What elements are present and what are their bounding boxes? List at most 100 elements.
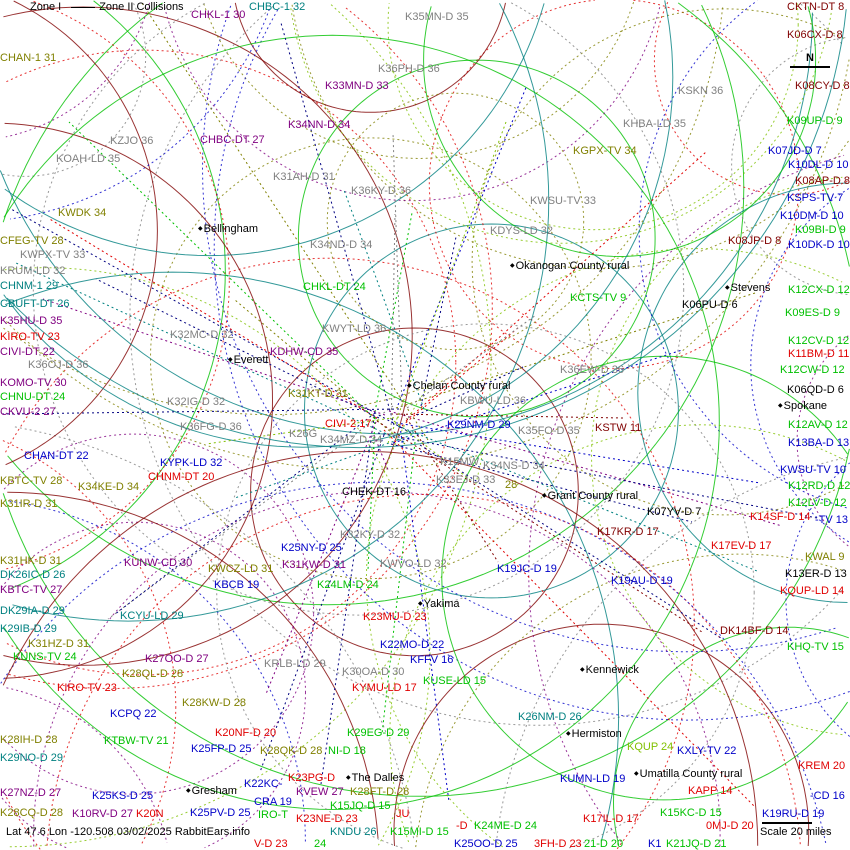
- station-label[interactable]: CHNU-DT 24: [0, 391, 66, 403]
- station-label[interactable]: KYMU-LD 17: [352, 682, 417, 694]
- station-label[interactable]: K33MN-D 33: [325, 80, 389, 92]
- station-label[interactable]: KWYT-LD 36: [322, 323, 387, 335]
- station-label[interactable]: CIVI-2 17: [325, 418, 372, 430]
- station-label[interactable]: KQUP 24: [627, 741, 674, 753]
- station-label[interactable]: K11BM-D 11: [788, 348, 850, 360]
- station-label[interactable]: K17EV-D 17: [711, 540, 772, 552]
- station-label[interactable]: K1: [648, 838, 662, 850]
- station-label[interactable]: K09BI-D 9: [795, 224, 846, 236]
- station-label[interactable]: KIRO-TV 23: [57, 682, 117, 694]
- station-label[interactable]: K20N: [136, 808, 164, 820]
- station-label[interactable]: CHKL-1 30: [191, 9, 246, 21]
- station-label[interactable]: KWPX-TV 33: [20, 249, 86, 261]
- station-label[interactable]: KSPS-TV 7: [787, 192, 844, 204]
- station-label[interactable]: KWVO-LD 32: [380, 558, 447, 570]
- station-label[interactable]: KAPP 14: [688, 785, 733, 797]
- station-label[interactable]: KBCB 19: [214, 579, 260, 591]
- station-label[interactable]: K17KR-D 17: [597, 526, 659, 538]
- station-label[interactable]: K19JC-D 19: [497, 563, 557, 575]
- station-label[interactable]: K07YV-D 7: [647, 506, 702, 518]
- station-label[interactable]: K20NF-D 20: [215, 727, 277, 739]
- station-label[interactable]: K12RD-D 12: [788, 480, 850, 492]
- station-label[interactable]: K14SF-D 14: [750, 511, 811, 523]
- station-label[interactable]: K34KE-D 34: [78, 481, 140, 493]
- station-label[interactable]: K29NM-D 29: [447, 419, 511, 431]
- station-label[interactable]: K13BA-D 13: [788, 437, 850, 449]
- station-label[interactable]: KBTC-TV 27: [0, 584, 63, 596]
- station-label[interactable]: K31AH-D 31: [273, 171, 335, 183]
- station-label[interactable]: KUNS-TV 24: [13, 651, 77, 663]
- station-label[interactable]: KWCZ-LD 31: [208, 563, 274, 575]
- station-label[interactable]: KBTC-TV 28: [0, 475, 63, 487]
- station-label[interactable]: KTBW-TV 21: [104, 735, 169, 747]
- station-label[interactable]: K12LV-D 12: [788, 497, 847, 509]
- station-label[interactable]: K28IH-D 28: [0, 734, 58, 746]
- station-label[interactable]: DK29IA-D 29: [0, 605, 65, 617]
- station-label[interactable]: K31HZ-D 31: [28, 638, 90, 650]
- station-label[interactable]: CHBC-1 32: [249, 1, 306, 13]
- station-label[interactable]: CHKL-DT 24: [303, 281, 366, 293]
- station-label[interactable]: -CD 16: [810, 790, 845, 802]
- station-label[interactable]: CKTN-DT 8: [787, 1, 845, 13]
- station-label[interactable]: K15KC-D 15: [660, 807, 722, 819]
- station-label[interactable]: K35MN-D 35: [405, 11, 469, 23]
- station-label[interactable]: KBWU-LD 36: [460, 395, 527, 407]
- station-label[interactable]: 28: [505, 479, 518, 491]
- station-label[interactable]: -D: [456, 820, 468, 832]
- station-label[interactable]: K35HU-D 35: [0, 315, 63, 327]
- station-label[interactable]: K10DL-D 10: [788, 159, 849, 171]
- station-label[interactable]: K36PH-D 36: [378, 63, 440, 75]
- station-label[interactable]: K09ES-D 9: [785, 307, 841, 319]
- station-label[interactable]: K23NE-D 23: [296, 813, 358, 825]
- station-label[interactable]: K15MW: [440, 456, 480, 468]
- station-label[interactable]: K36OJ-D 36: [28, 359, 89, 371]
- station-label[interactable]: KRUM-LD 32: [0, 265, 66, 277]
- station-label[interactable]: KGPX-TV 34: [573, 145, 637, 157]
- station-label[interactable]: K25NY-D 25: [281, 542, 342, 554]
- station-label[interactable]: K22KC-: [244, 778, 283, 790]
- station-label[interactable]: K30OA-D 30: [342, 666, 405, 678]
- station-label[interactable]: K32IG-D 32: [167, 396, 226, 408]
- station-label[interactable]: CHNM-DT 20: [148, 471, 215, 483]
- station-label[interactable]: KDYS-LD 32: [490, 225, 553, 237]
- station-label[interactable]: KWSU-TV 10: [780, 464, 847, 476]
- station-label[interactable]: K32MC-D 32: [170, 329, 234, 341]
- station-label[interactable]: KZJO 36: [110, 135, 154, 147]
- station-label[interactable]: K36KY-D 36: [351, 185, 412, 197]
- station-label[interactable]: K36FG-D 36: [180, 421, 242, 433]
- station-label[interactable]: KWDK 34: [58, 207, 107, 219]
- station-label[interactable]: CBUFT-DT 26: [0, 298, 70, 310]
- station-label[interactable]: KIRO-TV 23: [0, 331, 60, 343]
- station-label[interactable]: K25PV-D 25: [190, 807, 251, 819]
- station-label[interactable]: K24LM-D 24: [317, 579, 379, 591]
- station-label[interactable]: K31KT-D 31: [288, 388, 348, 400]
- station-label[interactable]: K12CV-D 12: [788, 335, 850, 347]
- station-label[interactable]: KOAH-LD 35: [56, 153, 121, 165]
- station-label[interactable]: K06CX-D 8: [787, 29, 843, 41]
- station-label[interactable]: K23MU-D 23: [363, 611, 427, 623]
- station-label[interactable]: K31HK-D 31: [0, 555, 62, 567]
- station-label[interactable]: K13ER-D 13: [785, 568, 847, 580]
- station-label[interactable]: K28QK-D 28: [260, 745, 323, 757]
- station-label[interactable]: K08AP-D 8: [795, 175, 850, 187]
- station-label[interactable]: IRO-T: [258, 809, 288, 821]
- station-label[interactable]: V-D 23: [254, 838, 288, 850]
- station-label[interactable]: K19AU-D 19: [611, 575, 673, 587]
- station-label[interactable]: K10DM-D 10: [780, 210, 844, 222]
- station-label[interactable]: K27NZ-D 27: [0, 787, 62, 799]
- station-label[interactable]: K28FT-D 28: [350, 786, 410, 798]
- station-label[interactable]: K32KY-D 32: [340, 529, 401, 541]
- station-label[interactable]: KSKN 36: [678, 85, 724, 97]
- station-label[interactable]: K27OO-D 27: [145, 653, 209, 665]
- station-label[interactable]: KXLY-TV 22: [677, 745, 737, 757]
- station-label[interactable]: K36EW-D 36: [560, 364, 624, 376]
- station-label[interactable]: K25OO-D 25: [454, 838, 518, 850]
- station-label[interactable]: KUSE-LD 15: [423, 675, 486, 687]
- station-label[interactable]: KCTS-TV 9: [570, 292, 627, 304]
- station-label[interactable]: KWSU-TV 33: [530, 195, 597, 207]
- station-label[interactable]: K31KW-D 31: [282, 559, 346, 571]
- station-label[interactable]: DK14BF-D 14: [720, 625, 789, 637]
- station-label[interactable]: K29EG-D 29: [347, 727, 410, 739]
- station-label[interactable]: K24ME-D 24: [474, 820, 537, 832]
